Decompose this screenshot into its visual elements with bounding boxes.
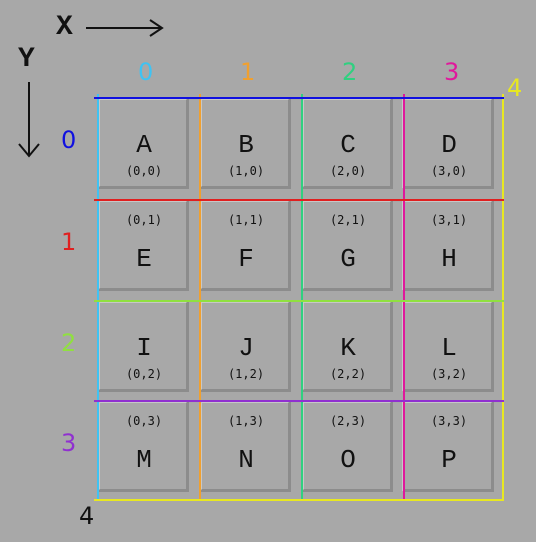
column-index-1: 1 <box>240 58 256 86</box>
cell-coordinate: (0,3) <box>125 414 163 428</box>
cell-letter: L <box>441 333 457 363</box>
cell-letter: N <box>238 445 254 475</box>
column-line-4 <box>502 94 504 501</box>
cell-coordinate: (3,0) <box>430 164 468 178</box>
cell-coordinate: (1,0) <box>227 164 265 178</box>
row-line-2 <box>94 300 504 302</box>
cell-d: D (3,0) <box>402 97 494 189</box>
cell-coordinate: (2,3) <box>329 414 367 428</box>
cell-letter: A <box>136 130 152 160</box>
cell-coordinate: (3,2) <box>430 367 468 381</box>
cell-p: P (3,3) <box>402 400 494 492</box>
cell-coordinate: (2,1) <box>329 213 367 227</box>
cell-letter: O <box>340 445 356 475</box>
row-line-3 <box>94 400 504 402</box>
cell-h: H (3,1) <box>402 199 494 291</box>
cell-coordinate: (3,3) <box>430 414 468 428</box>
cell-letter: E <box>136 244 152 274</box>
column-line-2 <box>301 94 303 501</box>
cell-letter: C <box>340 130 356 160</box>
cell-n: N (1,3) <box>199 400 291 492</box>
cell-coordinate: (1,1) <box>227 213 265 227</box>
cell-l: L (3,2) <box>402 300 494 392</box>
cell-letter: D <box>441 130 457 160</box>
x-axis-label: X <box>56 12 73 43</box>
cell-f: F (1,1) <box>199 199 291 291</box>
cell-coordinate: (3,1) <box>430 213 468 227</box>
x-axis-arrow <box>86 19 164 37</box>
cell-j: J (1,2) <box>199 300 291 392</box>
row-line-4 <box>94 499 504 501</box>
row-index-1: 1 <box>61 228 77 256</box>
y-axis-label: Y <box>18 44 35 75</box>
row-index-2: 2 <box>61 329 77 357</box>
cell-coordinate: (0,0) <box>125 164 163 178</box>
column-index-3: 3 <box>444 58 460 86</box>
cell-letter: M <box>136 445 152 475</box>
cell-coordinate: (1,3) <box>227 414 265 428</box>
column-line-0 <box>97 94 99 501</box>
cell-coordinate: (2,0) <box>329 164 367 178</box>
y-axis-arrow <box>18 82 40 158</box>
cell-letter: B <box>238 130 254 160</box>
column-index-4: 4 <box>507 74 523 102</box>
column-line-1 <box>199 94 201 501</box>
cell-c: C (2,0) <box>301 97 393 189</box>
cell-k: K (2,2) <box>301 300 393 392</box>
cell-letter: H <box>441 244 457 274</box>
cell-b: B (1,0) <box>199 97 291 189</box>
row-index-4: 4 <box>79 502 95 530</box>
cell-letter: F <box>238 244 254 274</box>
cell-letter: K <box>340 333 356 363</box>
column-index-0: 0 <box>138 58 154 86</box>
cell-letter: G <box>340 244 356 274</box>
cell-letter: J <box>238 333 254 363</box>
cell-letter: P <box>441 445 457 475</box>
cell-e: E (0,1) <box>97 199 189 291</box>
column-index-2: 2 <box>342 58 358 86</box>
cell-a: A (0,0) <box>97 97 189 189</box>
column-line-3 <box>403 94 405 501</box>
cell-m: M (0,3) <box>97 400 189 492</box>
cell-coordinate: (2,2) <box>329 367 367 381</box>
row-line-1 <box>94 199 504 201</box>
cell-g: G (2,1) <box>301 199 393 291</box>
cell-coordinate: (0,2) <box>125 367 163 381</box>
cell-letter: I <box>136 333 152 363</box>
row-index-3: 3 <box>61 429 77 457</box>
cell-coordinate: (1,2) <box>227 367 265 381</box>
row-index-0: 0 <box>61 126 77 154</box>
cell-i: I (0,2) <box>97 300 189 392</box>
cell-coordinate: (0,1) <box>125 213 163 227</box>
cell-o: O (2,3) <box>301 400 393 492</box>
row-line-0 <box>94 97 504 99</box>
